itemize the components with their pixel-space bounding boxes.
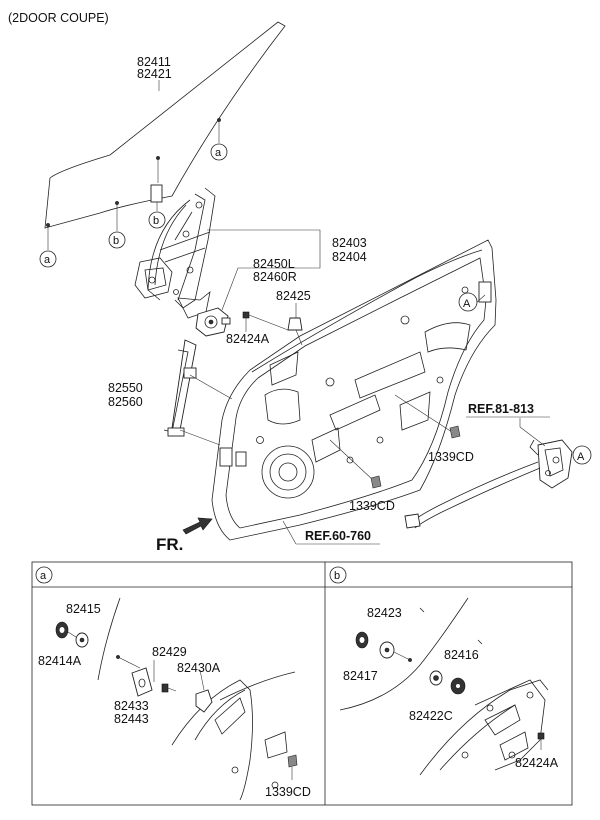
callout-b-center: b [148, 156, 166, 229]
detail-a-drawing [55, 597, 298, 801]
ref-panel-leader [282, 520, 380, 545]
detail-a-82429: 82429 [152, 645, 187, 659]
front-direction-arrow [182, 517, 213, 535]
detail-b-82416: 82416 [444, 648, 479, 662]
front-direction-label: FR. [156, 535, 183, 554]
detail-a-82415: 82415 [66, 602, 101, 616]
callout-a-upper: a [210, 118, 228, 161]
callout-b-left-text: b [113, 235, 119, 247]
detail-b-82422c: 82422C [409, 709, 453, 723]
glass-label-2: 82421 [137, 67, 172, 81]
channel-label-1: 82550 [108, 381, 143, 395]
detail-table [31, 561, 573, 806]
regulator-motor [195, 307, 231, 337]
clip-label: 82425 [276, 289, 311, 303]
bolt-82424a [242, 311, 289, 332]
bolt-label: 82424A [226, 332, 270, 346]
detail-a-82443: 82443 [114, 712, 149, 726]
detail-b-82424a: 82424A [515, 756, 559, 770]
ref-panel-label: REF.60-760 [305, 529, 371, 543]
door-latch [519, 418, 573, 489]
detail-b-82423: 82423 [367, 606, 402, 620]
regulator-leader [207, 229, 321, 311]
callout-A-door: A [458, 292, 486, 312]
door-glass [44, 21, 286, 229]
callout-A-latch-text: A [577, 451, 585, 463]
callout-a-lower-text: a [44, 254, 51, 266]
channel-label-2: 82560 [108, 395, 143, 409]
detail-b-header: b [329, 566, 347, 584]
glass-label-1: 82411 [137, 55, 171, 69]
nut-lower-label: 1339CD [349, 499, 395, 513]
run-channel [163, 339, 233, 446]
callout-A-latch: A [572, 445, 592, 465]
detail-a-82414a: 82414A [38, 654, 82, 668]
callout-a-upper-text: a [215, 147, 222, 159]
detail-b-82417: 82417 [343, 669, 378, 683]
regulator-label-2: 82404 [332, 250, 367, 264]
detail-a-header-text: a [40, 570, 47, 582]
window-regulator [134, 187, 216, 319]
callout-b-left: b [108, 201, 126, 249]
detail-a-82430a: 82430A [177, 661, 221, 675]
motor-label-2: 82460R [253, 270, 297, 284]
regulator-label-1: 82403 [332, 236, 367, 250]
detail-a-82433: 82433 [114, 699, 149, 713]
detail-b-header-text: b [334, 570, 340, 582]
detail-a-header: a [35, 566, 53, 584]
door-inner-panel [211, 239, 497, 541]
nut-lower [370, 475, 382, 489]
callout-a-lower: a [39, 223, 57, 268]
callout-A-door-text: A [463, 298, 471, 310]
clip-82425 [287, 303, 303, 346]
ref-latch-label: REF.81-813 [468, 402, 534, 416]
detail-a-1339cd: 1339CD [265, 785, 311, 799]
motor-label-1: 82450L [253, 257, 295, 271]
nut-right [449, 425, 461, 439]
variant-label: (2DOOR COUPE) [8, 11, 109, 25]
latch-cables [404, 461, 541, 529]
callout-b-center-text: b [153, 215, 159, 227]
detail-b-drawing [339, 597, 549, 776]
nut-right-label: 1339CD [428, 450, 474, 464]
